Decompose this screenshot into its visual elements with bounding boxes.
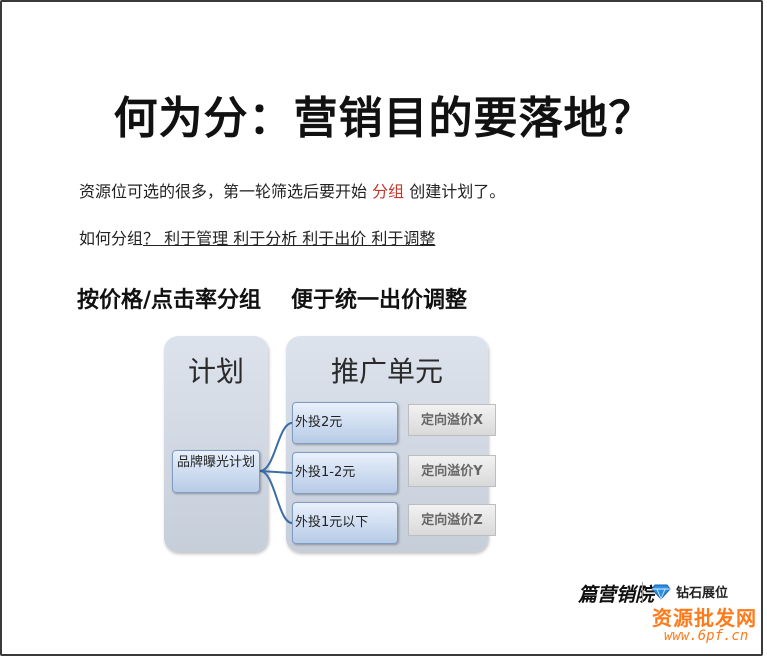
plan-panel-title: 计划 [187, 355, 244, 388]
intro-text-after: 创建计划了。 [404, 182, 506, 201]
subheading-left: 按价格/点击率分组 [77, 288, 262, 313]
unit-panel-title: 推广单元 [330, 355, 443, 388]
brand-name: 钻石展位 [676, 586, 729, 601]
connector-2 [259, 470, 293, 474]
slide-title: 何为分：营销目的要落地？ [113, 93, 654, 144]
connector-1 [259, 422, 293, 472]
intro-text-highlight: 分组 [372, 182, 405, 201]
plan-panel: 计划 [164, 336, 268, 552]
diamond-icon [651, 584, 671, 600]
brand-exposure-plan-node: 品牌曝光计划 [172, 450, 260, 493]
targeting-premium-tag-2: 定向溢价Y [408, 455, 496, 487]
intro-text: 资源位可选的很多，第一轮筛选后要开始 分组 创建计划了。 [79, 178, 505, 202]
calligraphy-logo: 篇营销院 [578, 584, 655, 606]
subheading: 按价格/点击率分组 便于统一出价调整 [77, 282, 467, 314]
grouping-question: 如何分组？ 利于管理 利于分析 利于出价 利于调整 [79, 225, 435, 249]
unit-node-2: 外投1-2元 [292, 452, 398, 494]
subheading-right: 便于统一出价调整 [291, 288, 468, 313]
unit-node-3: 外投1元以下 [292, 502, 398, 544]
grouping-question-lead: 如何分组 [79, 229, 144, 248]
logo-divider [642, 582, 643, 602]
watermark-text: 资源批发网 [652, 606, 757, 630]
connector-3 [259, 470, 293, 524]
watermark-url: www.6pf.cn [664, 628, 749, 644]
grouping-benefits: ？ 利于管理 利于分析 利于出价 利于调整 [143, 229, 436, 248]
targeting-premium-tag-3: 定向溢价Z [408, 504, 496, 536]
targeting-premium-tag-1: 定向溢价X [408, 404, 496, 436]
unit-node-1: 外投2元 [292, 402, 398, 444]
intro-text-before: 资源位可选的很多，第一轮筛选后要开始 [79, 182, 373, 201]
